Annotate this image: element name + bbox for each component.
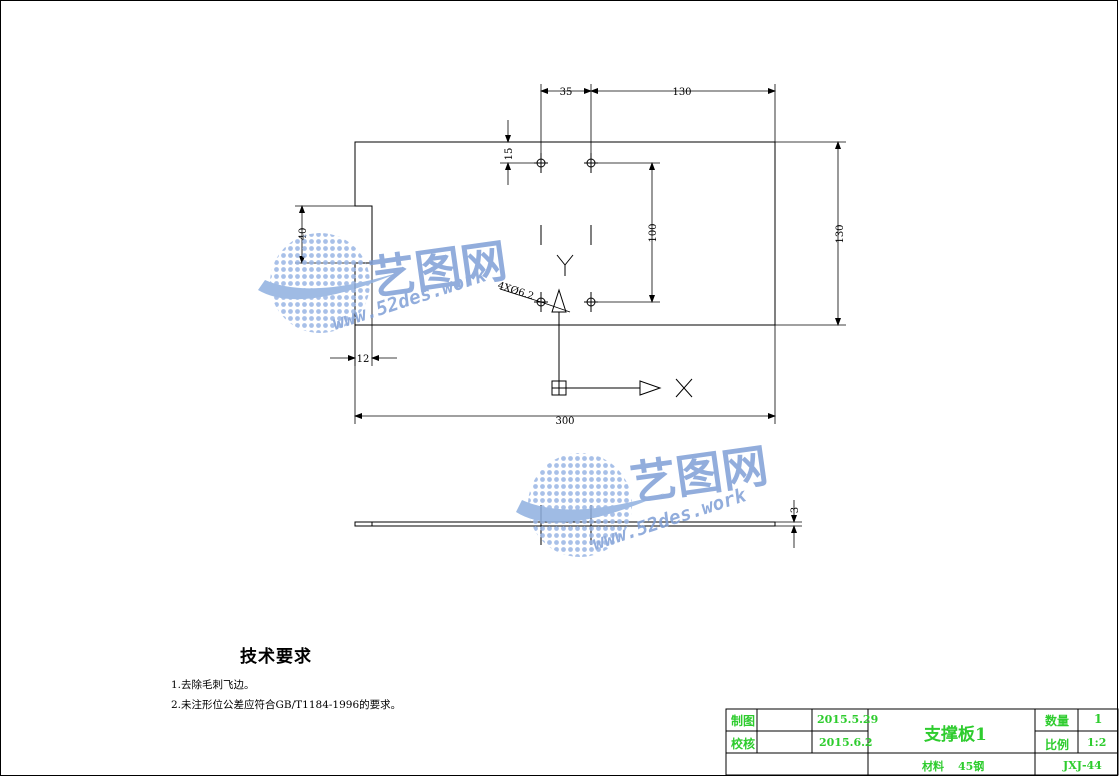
tech-requirements-title: 技术要求	[240, 647, 312, 667]
ucs-axis-icon	[551, 254, 693, 398]
quantity-value: 1	[1094, 712, 1103, 726]
dim-300: 300	[555, 416, 574, 427]
dim-15: 15	[504, 148, 515, 161]
watermark-lower: 艺图网 www.52des.work	[516, 438, 771, 557]
dim-12: 12	[357, 354, 370, 365]
drawn-date: 2015.5.29	[817, 713, 879, 726]
mounting-holes	[534, 153, 598, 312]
scale-value: 1:2	[1087, 736, 1107, 749]
checked-by-label: 校核	[731, 737, 756, 751]
checked-date: 2015.6.2	[819, 736, 873, 749]
dim-130-height: 130	[835, 224, 846, 243]
tech-requirement-item: 1.去除毛刺飞边。	[171, 679, 255, 691]
dim-35: 35	[560, 87, 573, 98]
scale-label: 比例	[1045, 738, 1070, 752]
quantity-label: 数量	[1045, 714, 1070, 728]
title-block-grid	[725, 708, 1119, 776]
part-name: 支撑板1	[924, 725, 987, 745]
drawing-number: JXJ-44	[1063, 759, 1102, 772]
dim-40: 40	[298, 228, 309, 241]
material-value: 45钢	[958, 760, 985, 773]
watermark-upper: 艺图网 www.52des.work	[258, 233, 510, 335]
material-label: 材料	[922, 760, 944, 773]
dim-100: 100	[648, 223, 659, 242]
dim-130-top: 130	[672, 87, 691, 98]
drawn-by-label: 制图	[731, 714, 756, 728]
tech-requirement-item: 2.未注形位公差应符合GB/T1184-1996的要求。	[171, 699, 402, 711]
dim-thickness-3: 3	[790, 507, 801, 513]
